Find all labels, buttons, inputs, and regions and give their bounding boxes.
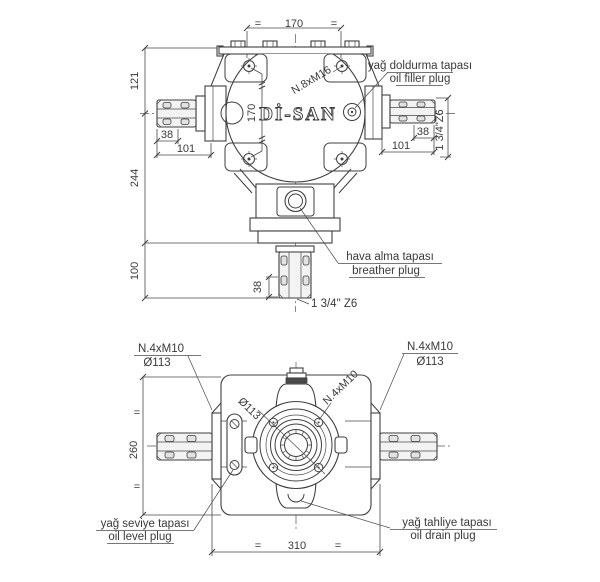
dim-column-left: 121 244 100 [129, 44, 312, 302]
oil-filler-plug: yağ doldurma tapası oil filler plug [343, 60, 472, 121]
label-breather-en: breather plug [352, 265, 420, 277]
flange-shoulders [210, 53, 380, 87]
svg-text:101: 101 [177, 143, 195, 155]
output-hub [244, 400, 348, 490]
dim-121: 121 [129, 72, 141, 90]
left-shaft-assembly [156, 85, 227, 142]
label-oil-drain: yağ tahliye tapası oil drain plug [300, 500, 497, 542]
label-oil-level-tr: yağ seviye tapası [101, 518, 190, 530]
label-breather-tr: hava alma tapası [346, 251, 434, 263]
dim-top-width: = 170 = [243, 18, 345, 58]
dim-left-shaft: 38 101 [153, 129, 215, 159]
dim-100: 100 [129, 262, 141, 280]
hub-bolt-holes [268, 417, 324, 473]
label-oil-level-en: oil level plug [108, 531, 171, 543]
front-view: = 260 = = 310 = N.4xM10 Ø113 N.4xM10 Ø11… [96, 341, 497, 556]
callout-flange-left: N.4xM10 Ø113 [134, 343, 213, 411]
front-left-shaft [156, 432, 213, 461]
eq-mark: = [255, 18, 261, 30]
pto-shaft-right [389, 99, 436, 124]
bolt-hole [241, 151, 257, 167]
label-oil-filler-en: oil filler plug [390, 73, 451, 85]
label-oil-drain-tr: yağ tahliye tapası [402, 517, 492, 529]
dim-bolt-spacing: 170 [246, 67, 266, 158]
svg-text:Ø113: Ø113 [416, 356, 443, 368]
label-oil-filler-tr: yağ doldurma tapası [368, 60, 472, 72]
bottom-shaft-assembly [275, 245, 315, 299]
dim-170-vertical: 170 [246, 104, 258, 122]
callout-pto-bottom: 1 3/4" Z6 [296, 298, 357, 310]
hub-tab-right [334, 436, 348, 454]
dim-260: 260 [128, 441, 140, 459]
svg-text:38: 38 [161, 129, 173, 141]
svg-text:101: 101 [392, 140, 410, 152]
right-flange-plate [370, 412, 381, 480]
dim-width-310: = 310 = [208, 484, 384, 556]
gearbox-body-circle [225, 54, 366, 183]
label-breather: hava alma tapası breather plug [299, 207, 442, 278]
dim-height-260: = 260 = [128, 373, 221, 519]
eq-mark: = [255, 540, 261, 552]
top-view: = 170 = 121 244 100 [129, 18, 472, 312]
svg-text:1 3/4" Z6: 1 3/4" Z6 [311, 298, 357, 310]
eq-mark: = [335, 540, 341, 552]
brand-logo: Dİ-SAN [259, 104, 336, 125]
oil-drain-plug [287, 493, 305, 503]
callout-pto-right: 1 3/4"Z6 [434, 109, 446, 150]
eq-mark: = [331, 18, 337, 30]
bolt-hole [241, 58, 257, 74]
top-flange [210, 40, 380, 87]
dim-310: 310 [288, 540, 306, 552]
front-right-shaft [379, 432, 438, 461]
bolt-hole [334, 58, 350, 74]
housing-slot [220, 101, 244, 125]
label-oil-drain-en: oil drain plug [410, 530, 475, 542]
flange-bolts [230, 40, 360, 48]
dim-right-shaft: 38 101 1 3/4"Z6 [378, 94, 452, 161]
bolt-pads [224, 53, 367, 172]
left-flange-plate [211, 412, 222, 480]
lower-housing [233, 168, 358, 244]
oil-level-pad [226, 413, 243, 476]
eq-mark: = [134, 481, 140, 493]
dim-bottom-spline: 38 [252, 273, 278, 301]
callout-flange-right: N.4xM10 Ø113 [379, 341, 458, 411]
svg-text:38: 38 [417, 126, 429, 138]
dim-244: 244 [129, 169, 141, 187]
hub-tab-left [244, 436, 258, 454]
bolt-hole [334, 151, 350, 167]
svg-text:Ø113: Ø113 [143, 357, 170, 369]
svg-text:38: 38 [252, 281, 264, 293]
svg-text:N.4xM10: N.4xM10 [138, 343, 184, 355]
eq-mark: = [134, 407, 140, 419]
right-shaft-assembly [364, 85, 436, 140]
dim-170-top: 170 [285, 18, 303, 30]
svg-text:N.4xM10: N.4xM10 [407, 341, 453, 353]
spline-teeth [280, 429, 312, 461]
label-oil-level: yağ seviye tapası oil level plug [96, 469, 234, 544]
